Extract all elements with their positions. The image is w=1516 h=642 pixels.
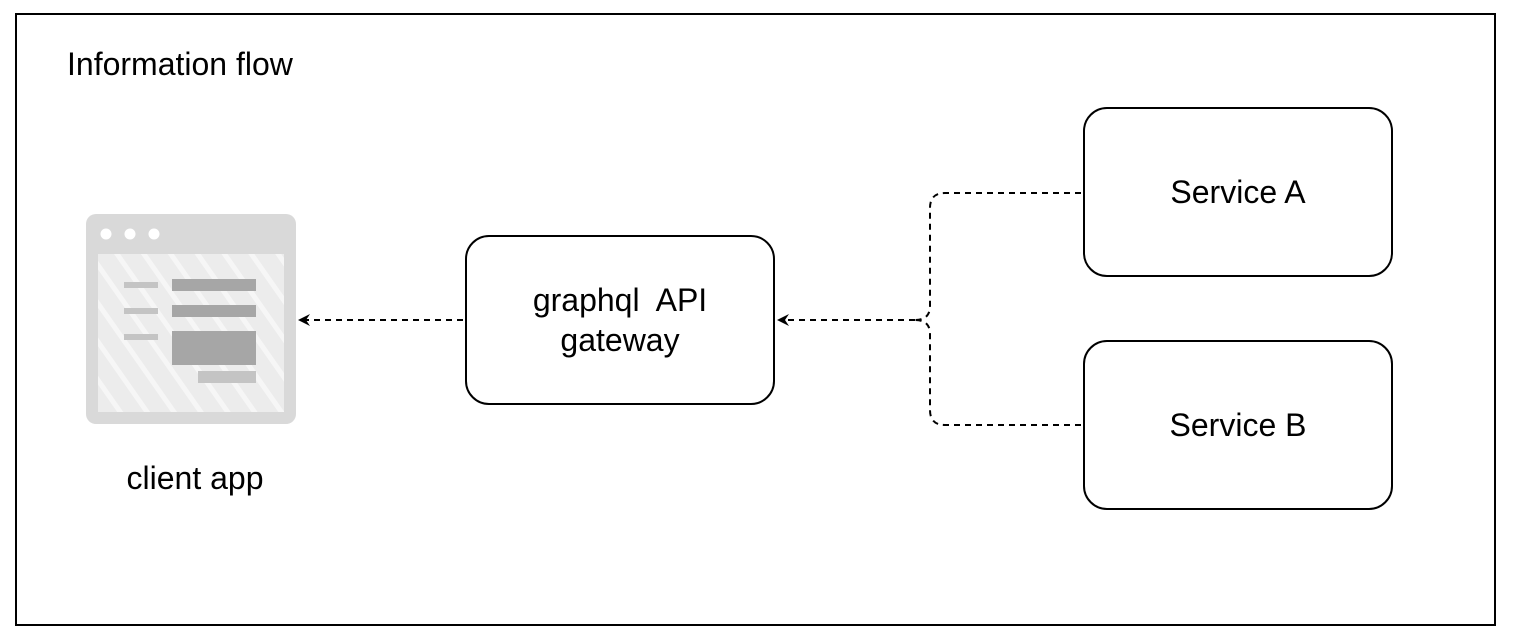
gateway-label-line2: gateway [560,322,680,358]
window-dot [100,228,112,240]
gateway-label-line1: graphql API [532,282,708,318]
window-dot [124,228,136,240]
service-b-label: Service B [1169,407,1307,443]
service-a-node: Service A [1083,107,1393,277]
gateway-node: graphql API gateway [465,235,775,405]
browser-window-icon [86,214,296,424]
diagram-title: Information flow [67,46,293,82]
service-a-label: Service A [1170,174,1306,210]
client-app-label: client app [126,460,264,496]
window-dot [148,228,160,240]
service-b-node: Service B [1083,340,1393,510]
diagram-frame [15,13,1496,626]
